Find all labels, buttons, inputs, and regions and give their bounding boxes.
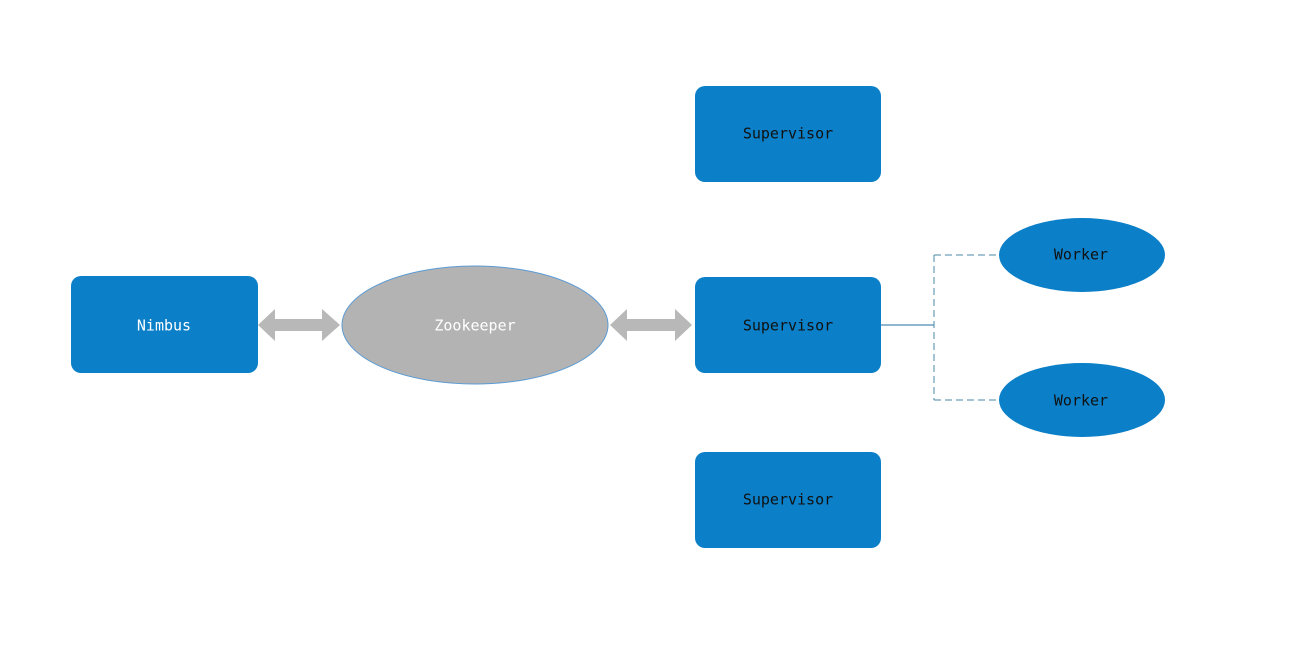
supervisor-box-middle <box>695 277 881 373</box>
supervisor-node-top: Supervisor <box>695 86 881 182</box>
worker-ellipse-top <box>999 218 1165 292</box>
worker-node-bottom: Worker <box>999 363 1165 437</box>
nimbus-node: Nimbus <box>71 276 258 373</box>
supervisor-label-top: Supervisor <box>743 125 833 143</box>
zookeeper-ellipse <box>341 265 609 385</box>
worker-label-top: Worker <box>1054 246 1108 264</box>
supervisor-label-bottom: Supervisor <box>743 491 833 509</box>
nimbus-label: Nimbus <box>137 317 191 335</box>
worker-label-bottom: Worker <box>1054 392 1108 410</box>
nimbus-zookeeper-double-arrow <box>258 309 340 341</box>
supervisor-label-middle: Supervisor <box>743 317 833 335</box>
zookeeper-label: Zookeeper <box>434 317 515 335</box>
worker-dashed-bracket <box>933 254 1000 401</box>
supervisor-node-middle: Supervisor <box>695 277 881 373</box>
zookeeper-supervisor-double-arrow <box>610 309 692 341</box>
supervisor-node-bottom: Supervisor <box>695 452 881 548</box>
worker-ellipse-bottom <box>999 363 1165 437</box>
zookeeper-node: Zookeeper <box>341 265 609 385</box>
worker-node-top: Worker <box>999 218 1165 292</box>
nimbus-box <box>71 276 258 373</box>
supervisor-box-top <box>695 86 881 182</box>
supervisor-box-bottom <box>695 452 881 548</box>
